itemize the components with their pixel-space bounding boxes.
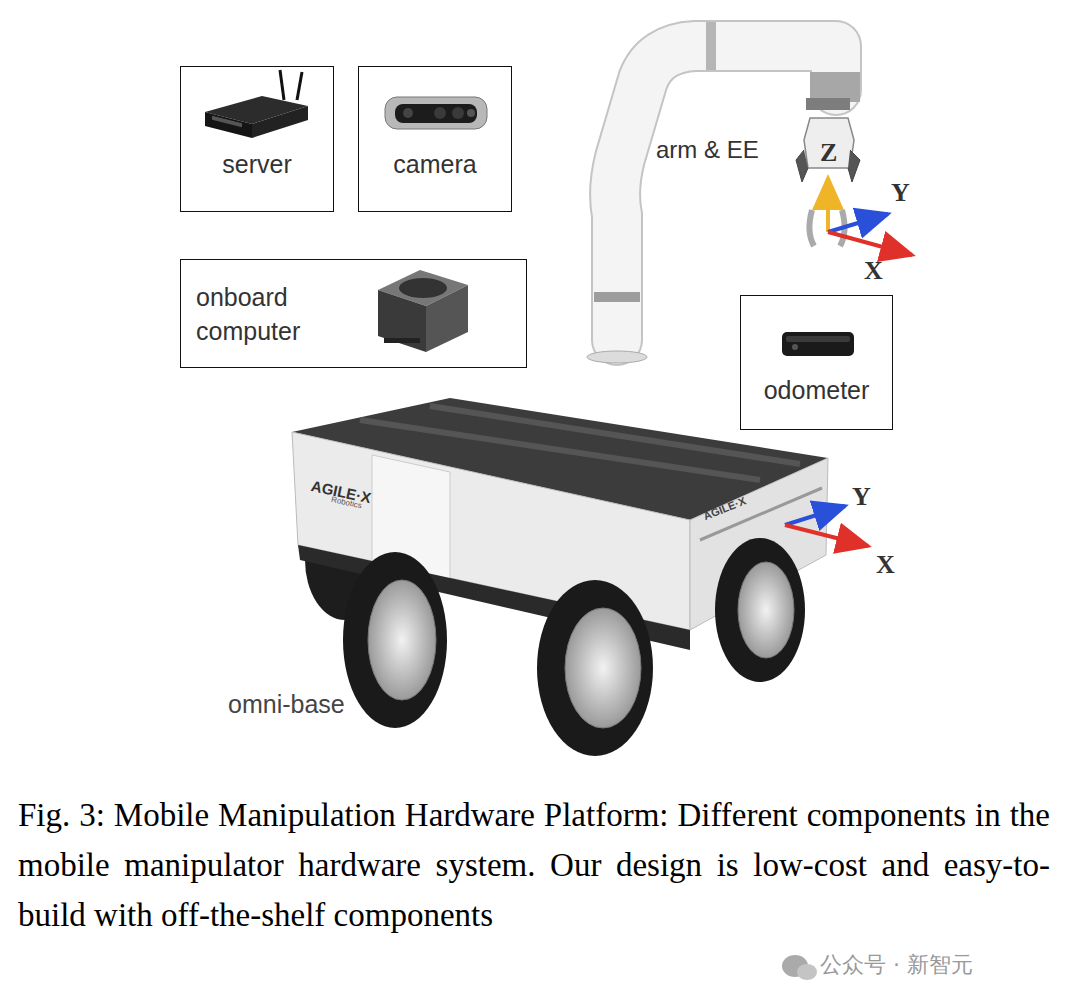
component-box: server bbox=[180, 66, 334, 212]
axis-label: Z bbox=[818, 140, 839, 166]
axis-label: Y bbox=[891, 180, 910, 206]
component-box: camera bbox=[358, 66, 512, 212]
watermark: 公众号 · 新智元 bbox=[820, 954, 973, 976]
axis-label: X bbox=[864, 258, 883, 284]
base-axes bbox=[785, 506, 868, 546]
component-name: onboard computer bbox=[196, 280, 331, 348]
part-label: arm & EE bbox=[656, 138, 759, 162]
axis-label: X bbox=[876, 552, 895, 578]
component-name: server bbox=[222, 147, 291, 181]
figure-caption: Fig. 3: Mobile Manipulation Hardware Pla… bbox=[18, 790, 1050, 940]
axis-label: Y bbox=[852, 484, 871, 510]
part-label: omni-base bbox=[228, 692, 345, 717]
component-name: camera bbox=[393, 147, 476, 181]
camera-icon bbox=[385, 97, 487, 129]
robot-arm bbox=[587, 22, 860, 363]
computer-icon bbox=[378, 270, 468, 352]
component-name: odometer bbox=[764, 373, 870, 407]
odometer-icon bbox=[782, 332, 854, 356]
component-box: onboard computer bbox=[180, 259, 527, 368]
watermark-icon bbox=[782, 955, 817, 980]
omni-base-body bbox=[292, 398, 828, 756]
component-box: odometer bbox=[740, 295, 893, 430]
ee-axes bbox=[828, 178, 912, 255]
server-icon bbox=[205, 70, 308, 138]
